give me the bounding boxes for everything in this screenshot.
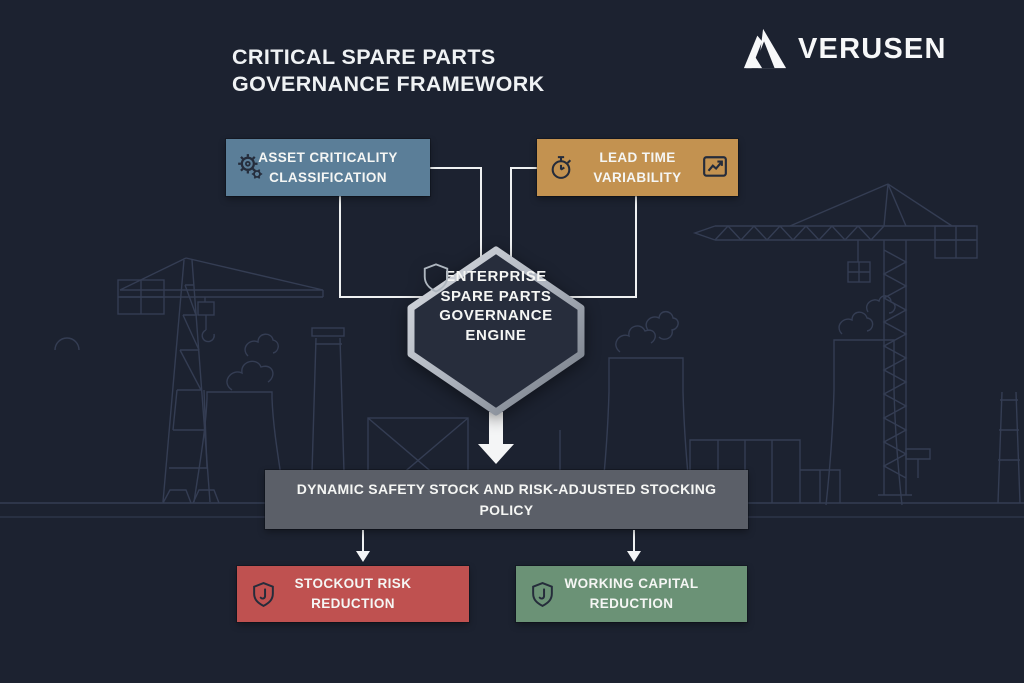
brand-logo: VERUSEN [742,28,947,70]
engine-to-policy-arrow [478,412,514,464]
connector-asset-to-engine [339,194,458,298]
node-label-line1: STOCKOUT RISK [294,576,412,592]
node-asset-criticality: ASSET CRITICALITY CLASSIFICATION [226,139,430,196]
policy-label-line1: DYNAMIC SAFETY STOCK AND RISK-ADJUSTED S… [296,481,717,498]
node-label-line2: REDUCTION [311,596,395,611]
right-cooling-tower-drawing [825,295,903,506]
brand-name: VERUSEN [798,32,947,65]
node-label-line2: REDUCTION [589,596,674,611]
policy-label-line2: POLICY [479,501,534,518]
engine-content: ENTERPRISE SPARE PARTS GOVERNANCE ENGINE [421,262,571,398]
left-crane-drawing [54,257,345,503]
right-crane-drawing [692,183,978,496]
engine-label-line4: ENGINE [465,326,527,344]
shield-down-arrow-icon [251,581,276,608]
center-cooling-tower-drawing [600,310,692,506]
node-label-line2: CLASSIFICATION [269,169,387,185]
node-label: ASSET CRITICALITY CLASSIFICATION [258,148,398,187]
node-label: LEAD TIME VARIABILITY [593,148,681,187]
policy-label: DYNAMIC SAFETY STOCK AND RISK-ADJUSTED S… [297,479,717,520]
node-label-line2: VARIABILITY [593,169,682,185]
gears-icon [236,153,264,181]
connector-asset-inner [430,167,482,266]
node-label: STOCKOUT RISK REDUCTION [295,574,412,613]
connector-leadtime-to-engine [540,194,637,298]
node-label-line1: ASSET CRITICALITY [258,149,398,165]
policy-to-capital-arrow [627,530,641,562]
hexagon-shape [407,246,585,416]
page-title: CRITICAL SPARE PARTS GOVERNANCE FRAMEWOR… [232,44,592,98]
node-label-line1: LEAD TIME [599,149,676,165]
engine-label-line1: ENTERPRISE [445,268,547,285]
node-lead-time-variability: LEAD TIME VARIABILITY [537,139,738,196]
page-title-line1: CRITICAL SPARE PARTS [232,45,496,69]
engine-label-line2: SPARE PARTS [440,287,552,305]
page-title-line2: GOVERNANCE FRAMEWORK [232,72,545,96]
connector-leadtime-inner [510,167,537,266]
node-label-line1: WORKING CAPITAL [564,576,699,592]
node-working-capital-reduction: WORKING CAPITAL REDUCTION [516,566,747,622]
shield-down-arrow-icon [530,581,555,608]
engine-label: ENTERPRISE SPARE PARTS GOVERNANCE ENGINE [439,267,553,345]
policy-to-stockout-arrow [356,530,370,562]
node-stockout-risk-reduction: STOCKOUT RISK REDUCTION [237,566,469,622]
trend-chart-icon [702,155,728,179]
node-stocking-policy: DYNAMIC SAFETY STOCK AND RISK-ADJUSTED S… [265,470,748,529]
node-governance-engine: ENTERPRISE SPARE PARTS GOVERNANCE ENGINE [401,240,591,416]
verusen-logo-icon [743,28,787,69]
stopwatch-icon [548,154,574,181]
node-label: WORKING CAPITAL REDUCTION [565,574,699,613]
engine-label-line3: GOVERNANCE [439,307,553,324]
